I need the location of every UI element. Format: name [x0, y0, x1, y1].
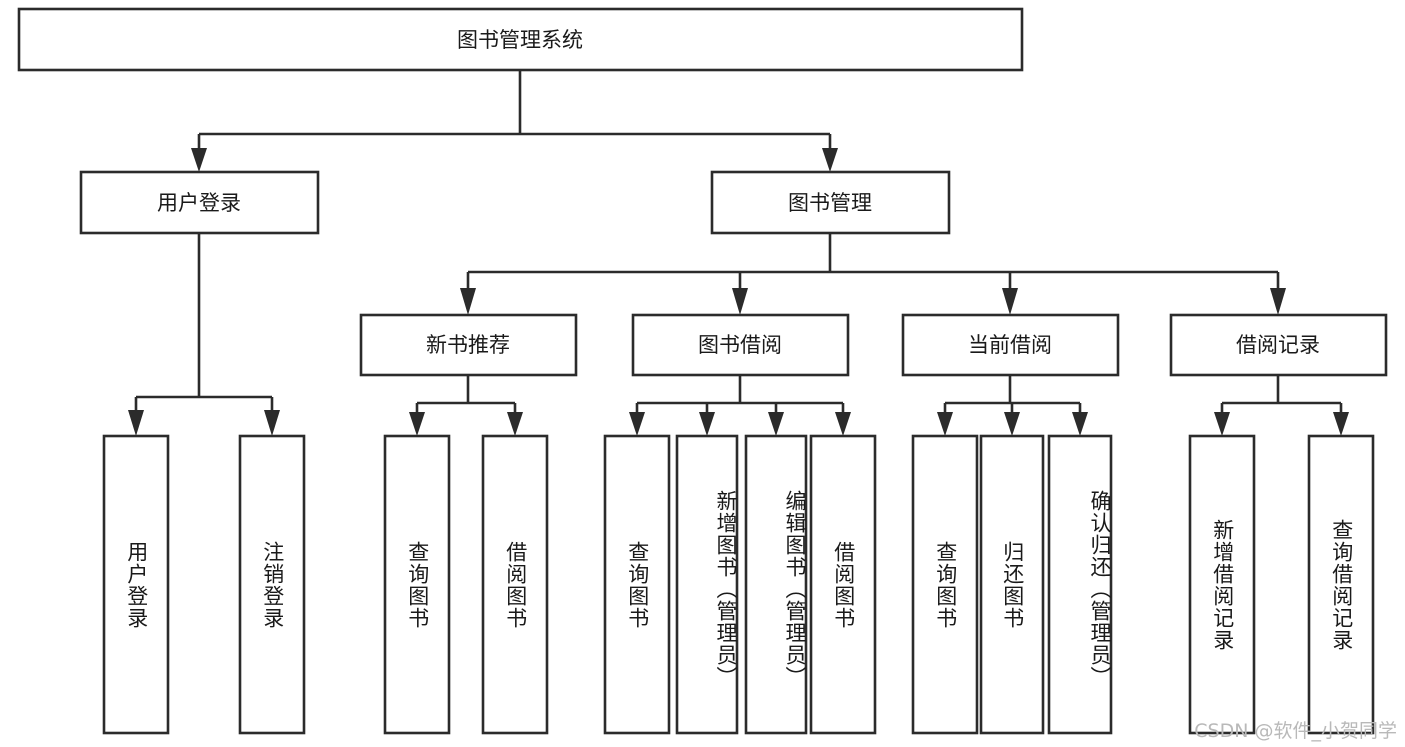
- node-root-label: 图书管理系统: [457, 28, 583, 52]
- node-book-borrow-label: 图书借阅: [698, 333, 782, 357]
- arrow-bookborrow-to-leaf-1: [629, 412, 645, 436]
- node-user-login-box[interactable]: [79, 170, 320, 235]
- csdn-watermark: CSDN @软件_小贺同学: [1194, 720, 1397, 742]
- node-borrow-record-box[interactable]: [1169, 313, 1388, 377]
- node-root-box[interactable]: [17, 7, 1024, 72]
- leaf-box-borrow-record-2[interactable]: [1307, 434, 1375, 735]
- node-book-management-box[interactable]: [710, 170, 951, 235]
- arrow-borrowrecord-to-leaf-1: [1214, 412, 1230, 436]
- arrow-root-to-book-mgmt: [822, 148, 838, 172]
- arrow-borrowrecord-to-leaf-2: [1333, 412, 1349, 436]
- leaf-box-book-borrow-3[interactable]: [744, 434, 808, 735]
- arrow-bookmgmt-to-new-book: [460, 288, 476, 315]
- node-new-book-recommend-box[interactable]: [359, 313, 578, 377]
- connector-layer: [128, 70, 1349, 436]
- arrow-bookborrow-to-leaf-2: [699, 412, 715, 436]
- leaf-box-book-borrow-1[interactable]: [603, 434, 671, 735]
- arrow-userlogin-to-leaf-1: [128, 410, 144, 436]
- leaf-box-current-borrow-3[interactable]: [1047, 434, 1113, 735]
- leaf-box-new-book-1[interactable]: [383, 434, 451, 735]
- arrow-bookmgmt-to-book-borrow: [732, 288, 748, 315]
- leaf-box-new-book-2[interactable]: [481, 434, 549, 735]
- arrow-newbook-to-leaf-2: [507, 412, 523, 436]
- leaf-box-borrow-record-1[interactable]: [1188, 434, 1256, 735]
- arrow-bookborrow-to-leaf-4: [835, 412, 851, 436]
- arrow-currentborrow-to-leaf-1: [937, 412, 953, 436]
- node-current-borrow-box[interactable]: [901, 313, 1120, 377]
- leaf-box-book-borrow-4[interactable]: [809, 434, 877, 735]
- leaf-box-current-borrow-2[interactable]: [979, 434, 1045, 735]
- arrow-currentborrow-to-leaf-2: [1004, 412, 1020, 436]
- node-current-borrow-label: 当前借阅: [968, 333, 1052, 357]
- leaf-box-current-borrow-1[interactable]: [911, 434, 979, 735]
- arrow-currentborrow-to-leaf-3: [1072, 412, 1088, 436]
- arrow-bookmgmt-to-borrow-record: [1270, 288, 1286, 315]
- node-layer: 图书管理系统 用户登录 图书管理 新书推荐 图书借阅 当前借阅 借阅记录: [17, 7, 1388, 735]
- node-book-management-label: 图书管理: [788, 191, 872, 215]
- node-book-borrow-box[interactable]: [631, 313, 850, 377]
- node-new-book-recommend-label: 新书推荐: [426, 333, 510, 357]
- leaf-box-book-borrow-2[interactable]: [675, 434, 739, 735]
- node-borrow-record-label: 借阅记录: [1236, 333, 1320, 357]
- leaf-box-user-login-2[interactable]: [238, 434, 306, 735]
- arrow-bookborrow-to-leaf-3: [768, 412, 784, 436]
- arrow-bookmgmt-to-current-borrow: [1002, 288, 1018, 315]
- arrow-root-to-user-login: [191, 148, 207, 172]
- arrow-newbook-to-leaf-1: [409, 412, 425, 436]
- arrow-userlogin-to-leaf-2: [264, 410, 280, 436]
- node-user-login-label: 用户登录: [157, 191, 241, 215]
- leaf-box-user-login-1[interactable]: [102, 434, 170, 735]
